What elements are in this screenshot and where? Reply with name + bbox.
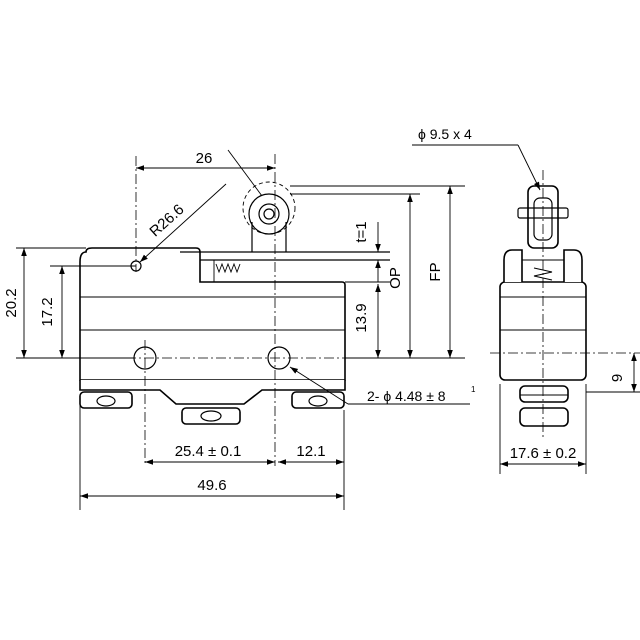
dim-op-label: OP bbox=[387, 267, 404, 289]
front-view: 26 R26.6 t=1 13.9 OP FP 20.2 17.2 bbox=[3, 149, 476, 510]
dim-holes-leader bbox=[289, 366, 349, 405]
dim-roller-leader bbox=[517, 144, 541, 191]
dim-holes-label: 2- ϕ 4.48 ± 8 bbox=[367, 388, 446, 404]
dim-13-9-label: 13.9 bbox=[353, 303, 370, 332]
dim-t-label: t=1 bbox=[353, 221, 370, 242]
dim-17-6-label: 17.6 ± 0.2 bbox=[510, 445, 577, 462]
dim-9-label: 9 bbox=[609, 374, 626, 382]
plunger-pocket bbox=[200, 259, 215, 282]
dim-17-2-label: 17.2 bbox=[39, 297, 56, 326]
roller-bracket bbox=[251, 222, 287, 252]
dim-26-label: 26 bbox=[196, 150, 213, 167]
dim-r26-6-label: R26.6 bbox=[146, 201, 187, 240]
side-terminal-lower bbox=[519, 407, 569, 427]
terminal-center bbox=[181, 407, 241, 425]
dim-r26-6-line bbox=[139, 183, 227, 263]
side-view: ϕ 9.5 x 4 9 17.6 ± 0.2 bbox=[412, 126, 640, 474]
body-bottom-step bbox=[79, 380, 346, 405]
terminal-right bbox=[291, 391, 345, 409]
dim-roller-label: ϕ 9.5 x 4 bbox=[418, 126, 472, 142]
spring bbox=[215, 262, 241, 274]
dim-r26-6-leader bbox=[227, 149, 263, 197]
roller-hub bbox=[258, 203, 280, 225]
dim-holes-superscript: 1 bbox=[471, 385, 476, 394]
roller-axle bbox=[263, 208, 275, 220]
dim-20-2-label: 20.2 bbox=[3, 288, 20, 317]
roller-dashed-outline bbox=[242, 181, 296, 235]
dim-49-6-label: 49.6 bbox=[197, 477, 226, 494]
dim-fp-label: FP bbox=[427, 262, 444, 281]
dim-25-4-label: 25.4 ± 0.1 bbox=[175, 443, 242, 460]
side-terminal-upper bbox=[519, 385, 569, 403]
switch-body bbox=[79, 247, 346, 381]
roller bbox=[248, 193, 290, 235]
dim-12-1-label: 12.1 bbox=[296, 443, 325, 460]
side-lever-housing bbox=[503, 249, 583, 282]
terminal-left bbox=[79, 391, 133, 409]
